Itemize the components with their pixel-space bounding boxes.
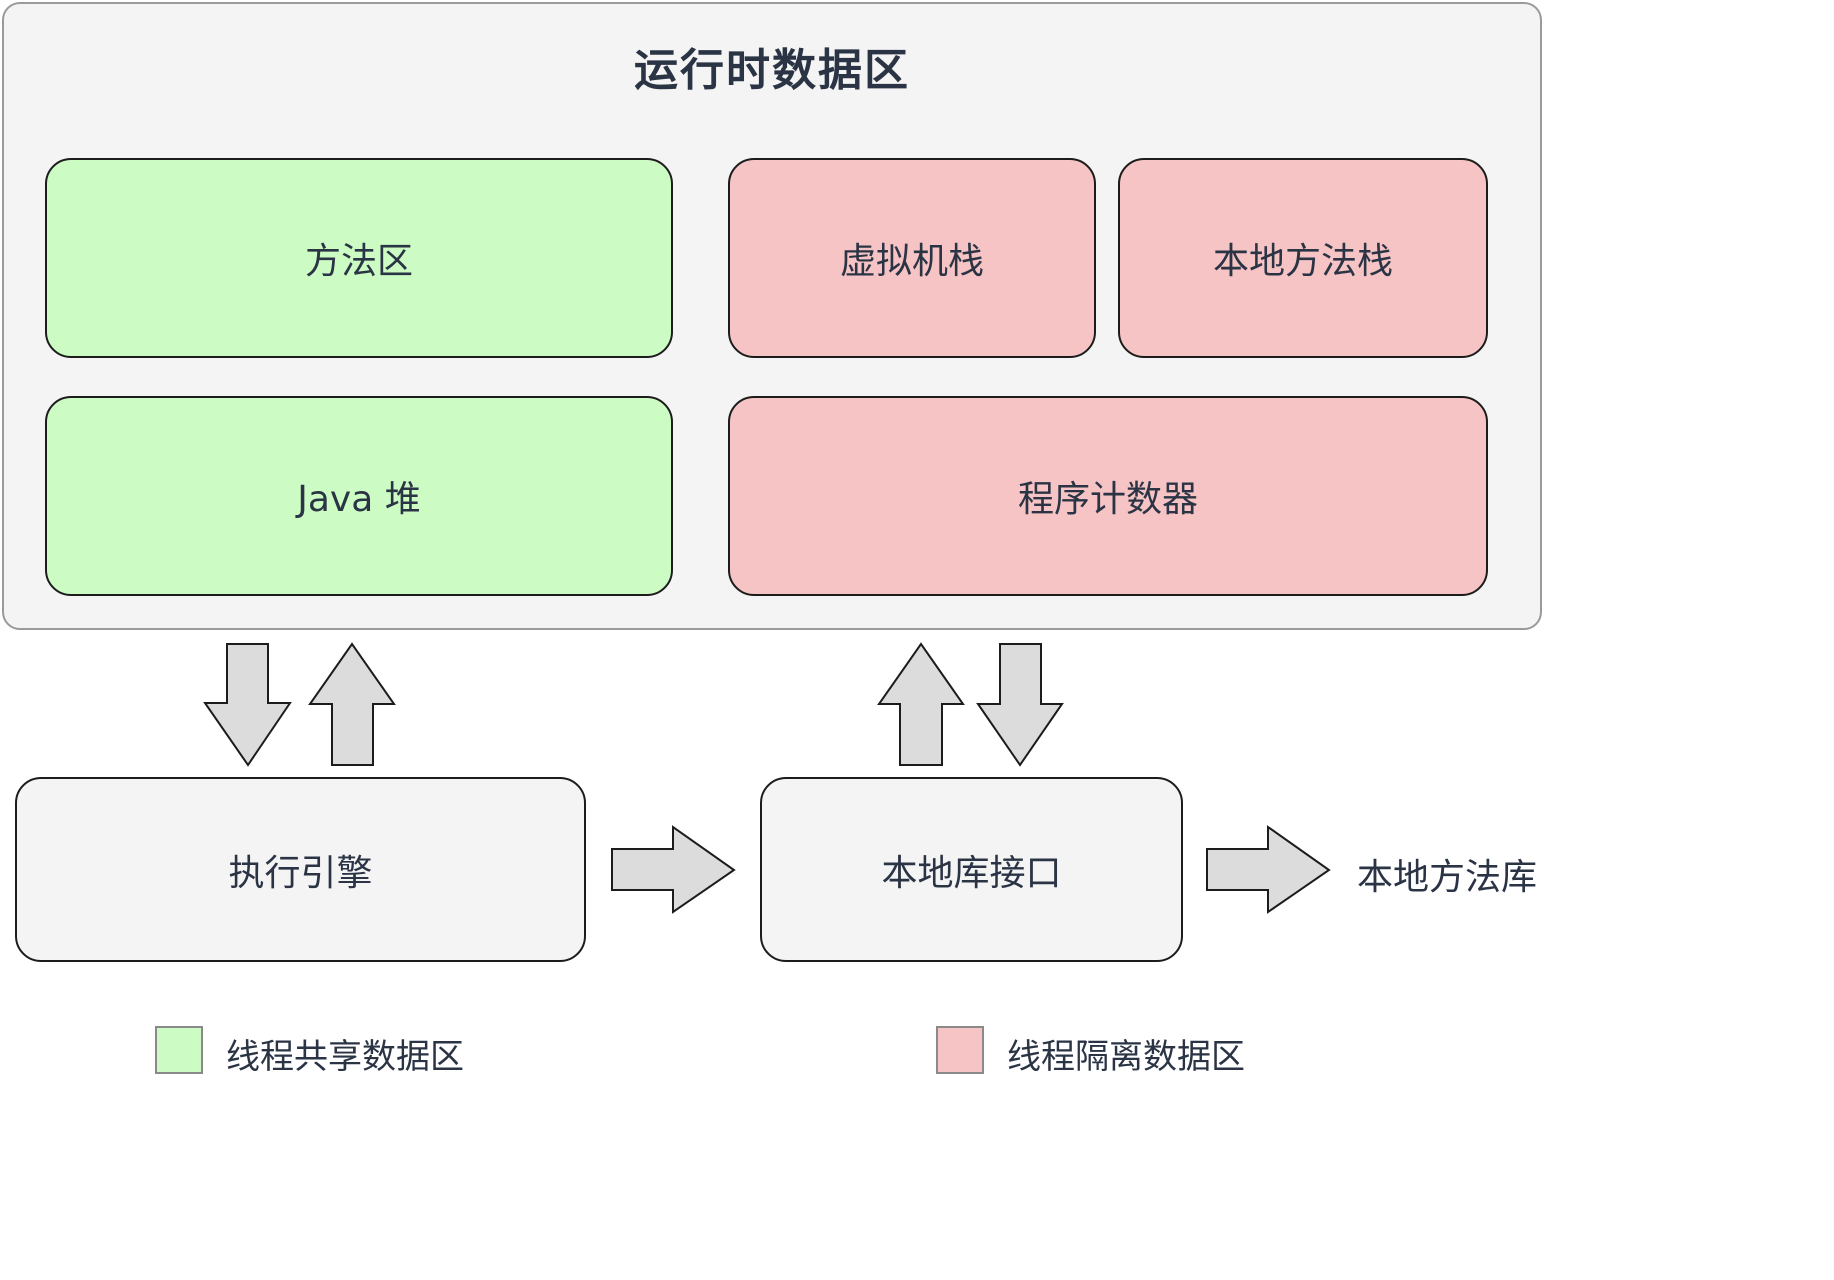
program-counter-box: 程序计数器 (728, 396, 1488, 596)
legend-isolated-label: 线程隔离数据区 (1007, 1037, 1245, 1077)
native-method-stack-box: 本地方法栈 (1118, 158, 1488, 358)
legend-isolated-swatch (936, 1026, 984, 1074)
arrow-right-interface-to-library (1206, 825, 1331, 914)
vm-stack-box: 虚拟机栈 (728, 158, 1096, 358)
native-library-label: 本地方法库 (1357, 857, 1538, 898)
method-area-box: 方法区 (45, 158, 673, 358)
native-interface-box: 本地库接口 (760, 777, 1183, 962)
legend-shared-swatch (155, 1026, 203, 1074)
execution-engine-box: 执行引擎 (15, 777, 586, 962)
arrow-up-from-engine (308, 642, 396, 766)
runtime-data-area-title: 运行时数据区 (634, 45, 910, 96)
arrow-up-from-native-interface (877, 642, 965, 766)
arrow-down-to-engine (203, 643, 292, 767)
java-heap-box: Java 堆 (45, 396, 673, 596)
legend-shared-label: 线程共享数据区 (226, 1037, 464, 1077)
arrow-down-to-native-interface (976, 643, 1064, 767)
arrow-right-engine-to-interface (611, 825, 736, 914)
